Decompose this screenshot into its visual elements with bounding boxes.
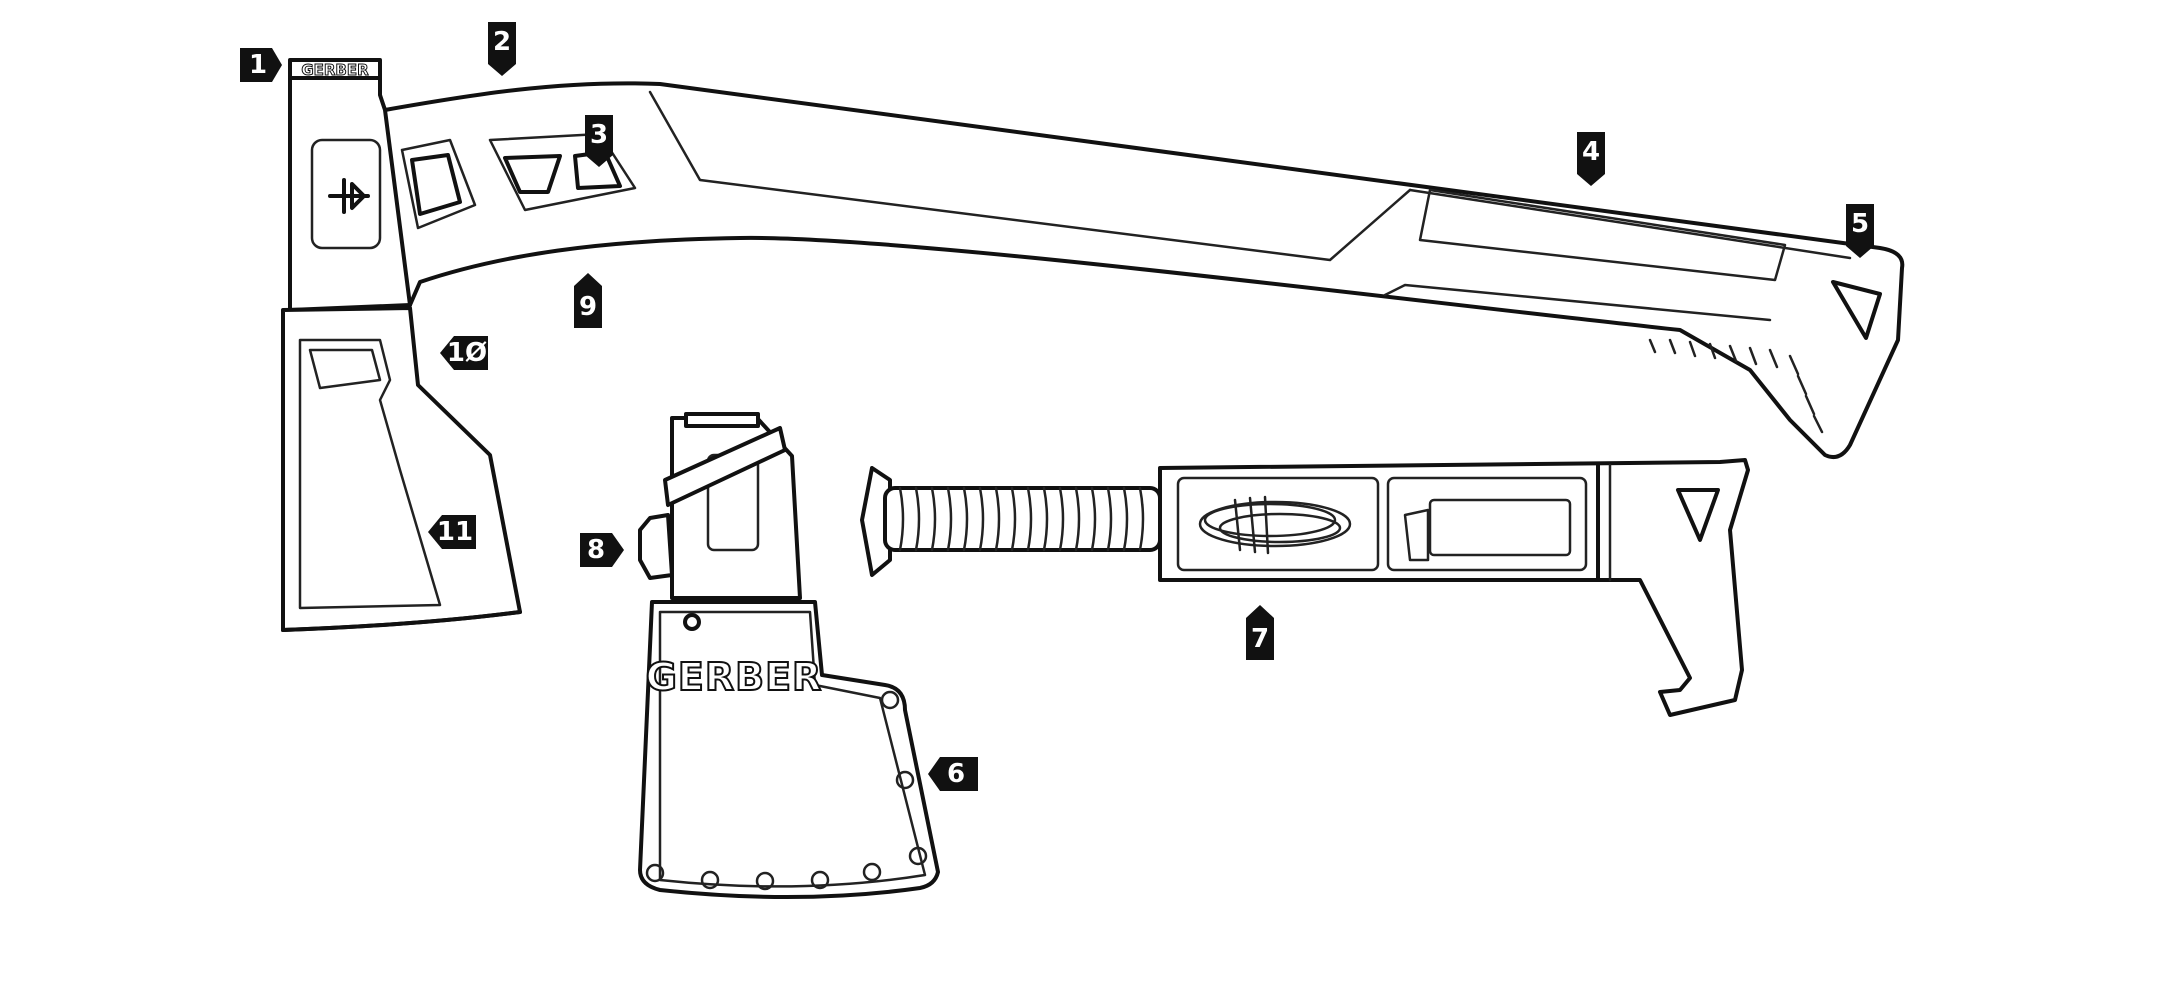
callout-8: 8 — [580, 533, 624, 567]
axe-handle — [288, 81, 1905, 459]
callout-4: 4 — [1577, 132, 1605, 186]
sheath-edge-rivets — [645, 690, 928, 891]
callout-1: 1 — [240, 48, 282, 82]
svg-text:9: 9 — [579, 292, 597, 322]
svg-text:7: 7 — [1251, 624, 1269, 654]
handle-insert-kit — [860, 458, 1750, 717]
sheath-guard — [638, 600, 940, 900]
handle-window-2-inner — [503, 154, 562, 194]
handle-window-1 — [400, 138, 477, 230]
head-logo-window — [310, 138, 382, 250]
svg-text:8: 8 — [587, 535, 605, 565]
callout-10: 1Ø — [440, 336, 488, 370]
handle-serrations — [1648, 338, 1824, 434]
coiled-cord-and-firestarter-icon — [1198, 495, 1352, 555]
callout-6: 6 — [928, 757, 978, 791]
kit-lanyard-hole — [1676, 488, 1720, 542]
blade-bevel-inner — [308, 348, 382, 390]
handle-upper-edge-line — [1408, 188, 1852, 260]
axe: GERBER — [281, 58, 1905, 632]
sheath-snap-button — [638, 513, 674, 580]
callout-5: 5 — [1846, 204, 1874, 258]
handle-window-1-inner — [410, 153, 462, 216]
coiled-cord-spring — [883, 486, 1162, 552]
head-top-cap — [288, 58, 382, 80]
svg-text:1Ø: 1Ø — [447, 338, 487, 368]
insert-left-cap — [860, 466, 892, 577]
head-brand-label: GERBER — [301, 61, 369, 79]
kit-body — [1158, 458, 1750, 717]
svg-text:6: 6 — [947, 759, 965, 789]
blade-sheath: GERBER — [638, 412, 940, 900]
blade-edge — [281, 610, 522, 632]
sheath-top-cap — [684, 412, 760, 428]
firestarter-striker — [1403, 508, 1430, 562]
blade-bevel — [298, 338, 442, 610]
firestarter-rod — [1428, 498, 1572, 557]
callout-11: 11 — [428, 515, 476, 549]
callout-9: 9 — [574, 273, 602, 328]
handle-grip-lower-panel — [1383, 283, 1772, 322]
sheath-brand-label: GERBER — [646, 655, 823, 699]
sheath-strap — [663, 426, 787, 507]
kit-compartment-firestarter — [1386, 476, 1588, 572]
svg-text:5: 5 — [1851, 209, 1869, 239]
sheath-rivet — [683, 613, 701, 631]
svg-text:4: 4 — [1582, 137, 1600, 167]
callout-3: 3 — [585, 115, 613, 167]
callout-2: 2 — [488, 22, 516, 76]
svg-text:2: 2 — [493, 27, 511, 57]
svg-text:11: 11 — [437, 517, 473, 547]
handle-window-2 — [488, 132, 637, 212]
sheath-guard-inner — [658, 610, 927, 888]
butt-lanyard-hole — [1831, 280, 1882, 340]
svg-text:1: 1 — [249, 50, 267, 80]
svg-text:3: 3 — [590, 120, 608, 150]
callout-7: 7 — [1246, 605, 1274, 660]
gerber-trident-logo-icon — [328, 178, 370, 214]
handle-grip-panel — [1418, 188, 1787, 282]
kit-compartment-cord — [1176, 476, 1380, 572]
handle-long-groove — [648, 90, 1412, 262]
